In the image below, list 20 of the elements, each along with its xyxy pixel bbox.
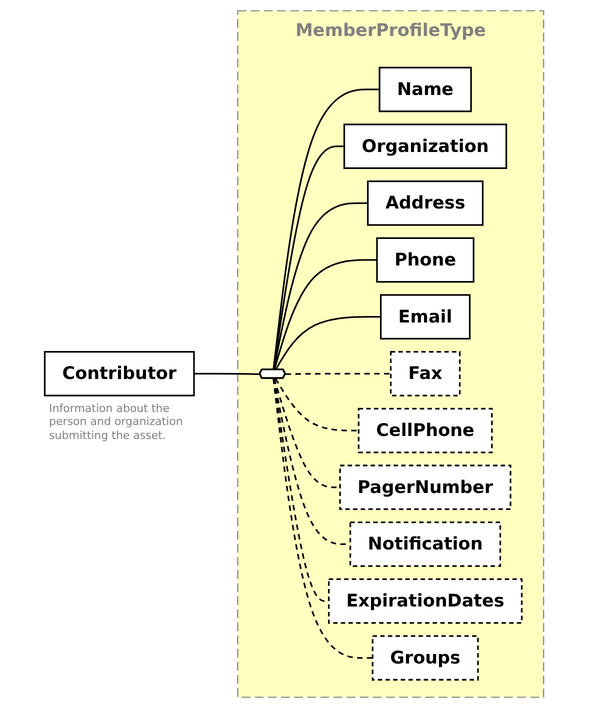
node-box: Groups xyxy=(372,635,480,681)
node-box: Email xyxy=(380,294,471,340)
node-box: ExpirationDates xyxy=(328,578,523,624)
connector xyxy=(274,259,378,370)
node-box: Contributor xyxy=(44,351,196,396)
connector xyxy=(194,372,260,376)
node-box: Address xyxy=(367,180,484,226)
connector xyxy=(275,316,382,370)
description-text: Information about the person and organization submitting the asset. xyxy=(49,402,184,443)
connector xyxy=(272,88,380,370)
node-box: Phone xyxy=(376,237,475,283)
connector xyxy=(286,372,392,376)
node-box: Name xyxy=(379,66,472,112)
node-box: Organization xyxy=(344,124,508,169)
node-box: PagerNumber xyxy=(340,464,512,510)
node-box: Notification xyxy=(350,522,502,567)
node-box: Fax xyxy=(390,351,461,396)
connector xyxy=(272,378,373,659)
node-box: CellPhone xyxy=(358,408,494,454)
connector xyxy=(275,378,359,432)
